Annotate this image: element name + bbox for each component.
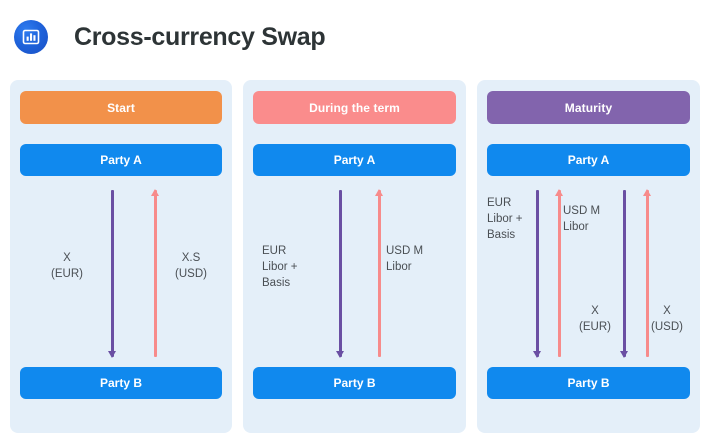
- flow-arrow-up-red: [375, 189, 384, 357]
- phase-header: Start: [20, 91, 222, 124]
- logo: [14, 20, 48, 54]
- flow-label: X (EUR): [51, 252, 83, 280]
- flow-label: X (EUR): [579, 305, 611, 333]
- flow-label: EUR Libor + Basis: [262, 245, 298, 289]
- phase-header: Maturity: [487, 91, 690, 124]
- arrow-shaft: [111, 190, 114, 357]
- arrow-shaft: [378, 190, 381, 357]
- arrow-shaft: [339, 190, 342, 357]
- arrow-head: [555, 189, 563, 196]
- arrow-shaft: [623, 190, 626, 357]
- bar-chart-icon: [14, 20, 48, 54]
- flow-label: USD M Libor: [563, 205, 601, 233]
- arrow-shaft: [646, 190, 649, 357]
- flow-label: X (USD): [651, 305, 683, 333]
- arrow-head: [375, 189, 383, 196]
- flow-arrow-up-red: [555, 189, 564, 357]
- flow-label: X.S (USD): [175, 252, 207, 280]
- page-title: Cross-currency Swap: [74, 23, 326, 51]
- flow-arrow-down-purple: [108, 190, 117, 358]
- flow-arrow-down-purple: [620, 190, 629, 358]
- phase-header: During the term: [253, 91, 456, 124]
- party-box-bottom: Party B: [487, 367, 690, 399]
- flow-arrow-down-purple: [533, 190, 542, 358]
- arrow-shaft: [536, 190, 539, 357]
- page-header: Cross-currency Swap: [0, 0, 720, 72]
- arrow-head: [108, 351, 116, 358]
- arrow-shaft: [154, 190, 157, 357]
- arrow-head: [533, 351, 541, 358]
- flow-label: USD M Libor: [386, 245, 424, 273]
- arrow-head: [643, 189, 651, 196]
- arrow-head: [336, 351, 344, 358]
- party-box-top: Party A: [253, 144, 456, 176]
- party-box-bottom: Party B: [253, 367, 456, 399]
- flow-arrow-up-red: [151, 189, 160, 357]
- arrow-shaft: [558, 190, 561, 357]
- party-box-bottom: Party B: [20, 367, 222, 399]
- flow-label: EUR Libor + Basis: [487, 197, 523, 241]
- arrow-head: [620, 351, 628, 358]
- party-box-top: Party A: [20, 144, 222, 176]
- flow-arrow-down-purple: [336, 190, 345, 358]
- flow-arrow-up-red: [643, 189, 652, 357]
- party-box-top: Party A: [487, 144, 690, 176]
- arrow-head: [151, 189, 159, 196]
